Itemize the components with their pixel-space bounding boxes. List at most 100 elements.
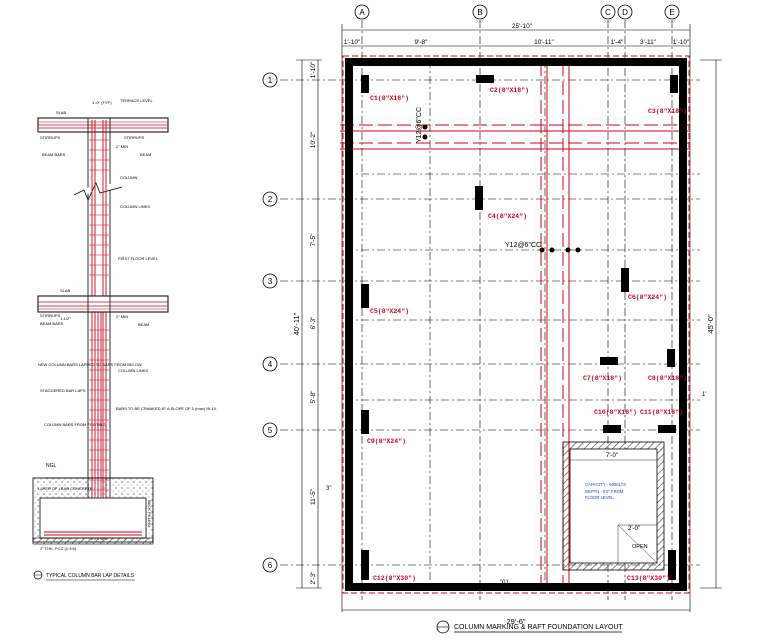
column-label-c4: C4(8"X24") — [488, 213, 527, 220]
column-label-c11: C11(8"X18") — [640, 409, 683, 416]
raft-outline — [345, 58, 687, 591]
label-column: COLUMN — [120, 175, 137, 180]
grid-label-2: 2 — [268, 195, 273, 204]
column-label-c2: C2(8"X18") — [490, 87, 529, 94]
column-label-c6: C6(8"X24") — [628, 294, 667, 301]
label-column-links: COLUMN LINKS — [120, 204, 150, 209]
rebar-dots — [422, 124, 581, 253]
column-c4 — [475, 186, 483, 210]
column-c5 — [361, 284, 369, 308]
dim-left-6: 11'-5" — [310, 488, 317, 505]
column-label-c9: C9(8"X24") — [367, 438, 406, 445]
column-c13 — [668, 550, 676, 580]
grid-label-4: 4 — [268, 360, 273, 369]
grid-label-a: A — [359, 8, 365, 17]
bottom-mark: "01 — [500, 580, 509, 586]
grid-label-b: B — [477, 8, 482, 17]
grid-label-3: 3 — [268, 277, 273, 286]
pit-dim-inner: 2'-0" — [628, 526, 640, 532]
water-tank-pit — [562, 441, 665, 571]
column-lap-detail: SLAB 1'-0" (TYP) TERRACE LEVEL STIRRUPS … — [32, 98, 217, 581]
raft-edge-dashed — [342, 55, 690, 594]
right-small-dim: 1' — [702, 392, 706, 398]
dim-bottom: 29'-6" — [506, 617, 525, 626]
column-c8 — [667, 349, 675, 367]
column-c1 — [361, 75, 369, 93]
grid-label-1: 1 — [268, 76, 273, 85]
grid-label-c: C — [605, 8, 611, 17]
small-dim-3in: 3" — [326, 486, 331, 492]
label-stirrups-right: STIRRUPS — [124, 135, 145, 140]
label-half: 1-1/2" — [60, 316, 71, 321]
column-label-c5: C5(8"X24") — [370, 308, 409, 315]
dim-left-1: 1'-10" — [310, 61, 317, 78]
grid-bubbles-left: 1 2 3 4 5 6 — [262, 72, 278, 573]
dim-right-total: 45'-0" — [706, 314, 715, 333]
pcc-layer — [32, 537, 154, 545]
label-stirrups-2: STIRRUPS — [40, 313, 61, 318]
label-slab: SLAB — [56, 110, 67, 115]
raft-foundation-plan: C1(8"X18") C2(8"X18") C3(8"X18") C4(8"X2… — [262, 4, 722, 634]
grid-vertical — [361, 20, 673, 600]
pit-note-capacity: CAPACITY - 6000LTS — [585, 482, 626, 487]
grid-label-5: 5 — [268, 426, 273, 435]
label-beam: BEAM — [140, 152, 151, 157]
label-col-bars: COLUMN BARS FROM FOOTING — [44, 422, 106, 427]
column-c2 — [476, 75, 494, 83]
dim-top-1: 1'-10" — [344, 39, 361, 46]
footing — [39, 497, 147, 539]
plan-title: COLUMN MARKING & RAFT FOUNDATION LAYOUT — [454, 624, 624, 631]
dim-left-5: 5'-8" — [310, 390, 317, 404]
detail-title: TYPICAL COLUMN BAR LAP DETAILS — [46, 573, 135, 579]
label-beam-2: BEAM — [138, 322, 149, 327]
dim-left-4: 6'-3" — [310, 316, 317, 330]
dim-top-overall: 25'-10" — [512, 23, 533, 30]
column-label-c8: C8(8"X18") — [648, 375, 687, 382]
label-pcc: 2" THK. PCC (1:3:6) — [40, 546, 77, 551]
column-label-c10: C10(8"X18") — [594, 409, 637, 416]
label-min: 2" MIN — [116, 144, 128, 149]
label-min-2: 2" MIN — [116, 314, 128, 319]
label-beam-bars-2: BEAM BARS — [40, 321, 64, 326]
dim-left-total: 40'-11" — [292, 312, 301, 335]
column-c11 — [658, 425, 676, 433]
first-floor-slab — [37, 295, 169, 313]
column-label-c3: C3(8"X18") — [648, 108, 687, 115]
label-stirrups-left: STIRRUPS — [40, 135, 61, 140]
label-back-fill: BACK FILLING — [147, 500, 152, 527]
dim-left-2: 10'-2" — [310, 131, 317, 148]
column-c12 — [361, 550, 369, 580]
column-label-c1: C1(8"X18") — [370, 95, 409, 102]
pit-open: OPEN — [632, 544, 648, 550]
label-top-dim: 1'-0" (TYP) — [92, 100, 112, 105]
label-lean: LAYER OF LEAN CONCRETE — [38, 486, 93, 491]
rebar-label-horizontal: Y12@6"CC — [505, 242, 541, 249]
grid-bubbles-top: A B C D E — [354, 4, 680, 20]
label-col-links-2: COLUMN LINKS — [118, 368, 148, 373]
label-staggered: STAGGERED BAR LAPS — [40, 388, 86, 393]
grid-label-6: 6 — [268, 561, 273, 570]
dim-left-7: 2'-3" — [310, 571, 317, 585]
label-ngl: NGL — [46, 463, 57, 469]
dim-top-3: 10'-11" — [534, 39, 554, 46]
column-blocks — [361, 75, 678, 580]
column-links — [89, 139, 109, 521]
column-c7 — [600, 357, 618, 365]
label-new-col: NEW COLUMN BARS LAPPED TO BARS FROM BELO… — [38, 362, 142, 367]
column-c3 — [670, 75, 678, 93]
column-outline — [87, 117, 111, 539]
label-first-floor: FIRST FLOOR LEVEL — [118, 256, 159, 261]
pit-dim-top: 7'-0" — [606, 453, 618, 459]
dim-top-4: 1'-4" — [611, 39, 625, 46]
label-slab-2: SLAB — [60, 288, 71, 293]
label-terrace: TERRACE LEVEL — [120, 98, 153, 103]
grid-label-d: D — [622, 8, 628, 17]
column-c9 — [361, 410, 369, 434]
dim-top-5: 3'-11" — [640, 39, 657, 46]
pit-note-depth: DEPTH - 5'0" FROM — [585, 489, 624, 494]
dim-top-2: 9'-8" — [415, 39, 429, 46]
column-label-c12: C12(8"X30") — [373, 575, 416, 582]
rebar-label-vertical: Y12@6"CC — [416, 107, 423, 143]
column-c6 — [621, 268, 629, 292]
